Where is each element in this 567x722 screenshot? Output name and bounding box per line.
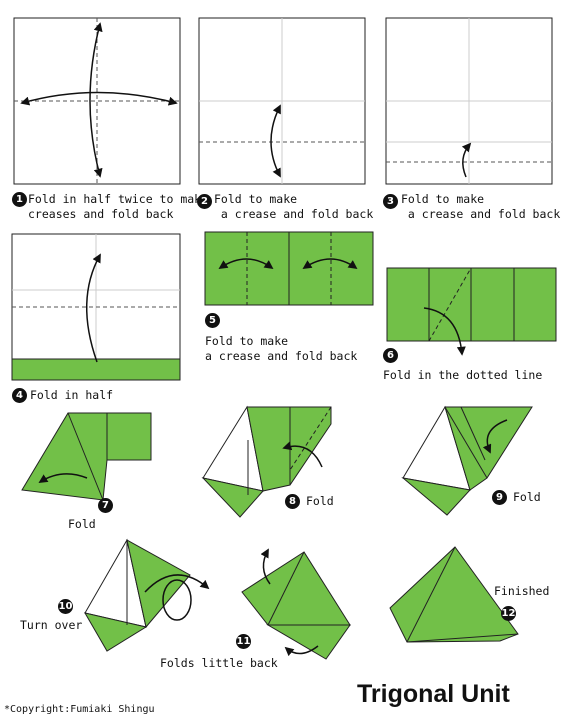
step-12-label: Finished [494,584,550,598]
step-4-label: Fold in half [30,388,114,402]
step-5-number: 5 [205,313,220,328]
step-6-label: Fold in the dotted line [383,368,543,382]
step-9-label: Fold [513,490,541,504]
step-9-diagram [401,405,533,516]
step-8-diagram [201,405,332,518]
step-6-number: 6 [383,348,398,363]
step-2-number: 2 [197,194,212,209]
step-11-diagram [241,548,351,660]
step-1-number: 1 [12,192,27,207]
step-8-label: Fold [306,494,334,508]
step-9-number: 9 [492,490,507,505]
step-7-number: 7 [98,498,113,513]
step-1-diagram [13,17,181,185]
step-2-label: Fold to make a crease and fold back [214,192,374,221]
step-10-label: Turn over [20,618,83,632]
step-11-label: Folds little back [160,656,278,670]
step-6-diagram [386,267,557,356]
step-7-diagram [21,412,152,501]
step-3-label: Fold to make a crease and fold back [401,192,561,221]
copyright-notice: *Copyright:Fumiaki Shingu [4,704,155,715]
step-11-number: 11 [236,634,251,649]
step-1-label: Fold in half twice to make creases and f… [28,192,209,221]
step-8-number: 8 [285,494,300,509]
step-4-diagram [11,233,181,381]
step-4-number: 4 [12,388,27,403]
step-10-diagram [83,538,210,652]
step-7-label: Fold [68,517,96,531]
step-12-number: 12 [501,606,516,621]
step-10-number: 10 [58,599,73,614]
step-2-diagram [198,17,366,185]
step-5-label: Fold to make a crease and fold back [205,334,358,363]
step-5-diagram [204,231,374,306]
step-3-diagram [385,17,553,185]
step-3-number: 3 [383,194,398,209]
page-title: Trigonal Unit [357,680,510,708]
